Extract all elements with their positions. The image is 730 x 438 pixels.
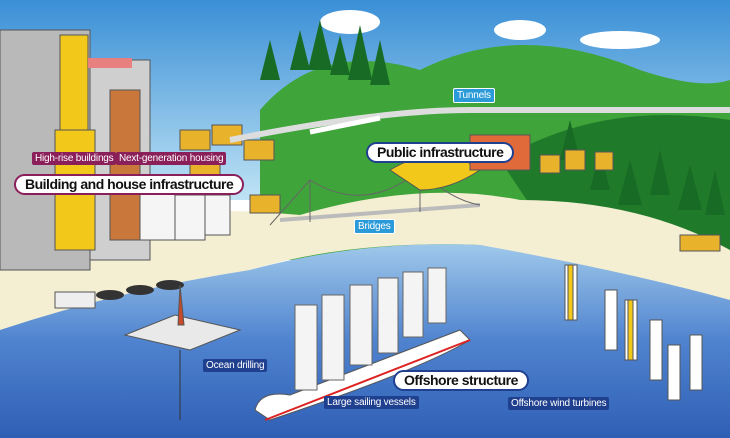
tunnels-label: Tunnels	[453, 88, 495, 103]
offshore-wind-turbines-label: Offshore wind turbines	[508, 397, 609, 410]
public-infrastructure-label: Public infrastructure	[366, 142, 514, 163]
bridges-label: Bridges	[354, 219, 395, 234]
white-buildings	[140, 190, 230, 240]
next-generation-housing-label: Next-generation housing	[116, 152, 226, 165]
high-rise-buildings-label: High-rise buildings	[32, 152, 116, 165]
high-rise-buildings	[0, 30, 150, 270]
building-house-infrastructure-label: Building and house infrastructure	[14, 174, 244, 195]
ocean-drilling-label: Ocean drilling	[203, 359, 267, 372]
offshore-structure-label: Offshore structure	[393, 370, 529, 391]
large-sailing-vessels-label: Large sailing vessels	[324, 396, 419, 409]
